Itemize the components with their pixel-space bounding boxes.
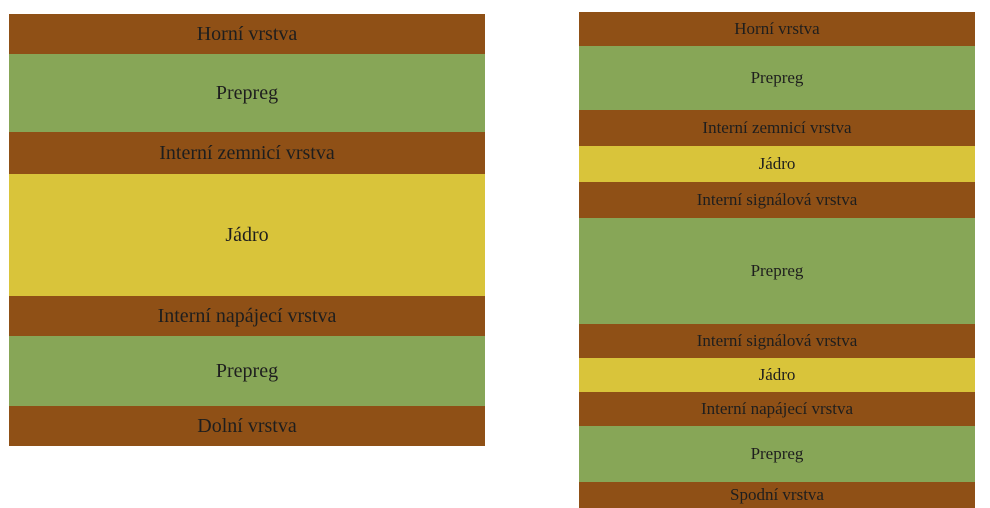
layer-label: Spodní vrstva <box>730 485 824 504</box>
layer-prepreg: Prepreg <box>579 426 975 482</box>
layer-label: Prepreg <box>750 444 804 463</box>
layer-label: Interní zemnicí vrstva <box>702 118 852 137</box>
layer-label: Interní signálová vrstva <box>696 331 858 350</box>
layer-label: Interní napájecí vrstva <box>157 304 337 327</box>
layer-internal-ground: Interní zemnicí vrstva <box>9 132 485 174</box>
layer-internal-power: Interní napájecí vrstva <box>579 392 975 426</box>
layer-prepreg: Prepreg <box>9 54 485 132</box>
layer-label: Dolní vrstva <box>197 414 297 437</box>
layer-label: Prepreg <box>215 81 279 104</box>
layer-label: Horní vrstva <box>734 19 820 38</box>
layer-label: Jádro <box>225 223 269 246</box>
layer-label: Prepreg <box>750 68 804 87</box>
layer-label: Horní vrstva <box>196 22 298 45</box>
layer-label: Prepreg <box>215 359 279 382</box>
layer-core: Jádro <box>579 146 975 182</box>
layer-internal-ground: Interní zemnicí vrstva <box>579 110 975 146</box>
left-layer-stack: Horní vrstva Prepreg Interní zemnicí vrs… <box>9 14 497 446</box>
layer-top: Horní vrstva <box>579 12 975 46</box>
layer-internal-power: Interní napájecí vrstva <box>9 296 485 336</box>
layer-bottom: Dolní vrstva <box>9 406 485 446</box>
layer-core: Jádro <box>9 174 485 296</box>
layer-label: Prepreg <box>750 261 804 280</box>
layer-prepreg: Prepreg <box>9 336 485 406</box>
layer-label: Interní zemnicí vrstva <box>159 141 335 164</box>
layer-prepreg: Prepreg <box>579 46 975 110</box>
layer-label: Jádro <box>758 365 796 384</box>
layer-internal-signal: Interní signálová vrstva <box>579 324 975 358</box>
layer-label: Jádro <box>758 154 796 173</box>
layer-bottom: Spodní vrstva <box>579 482 975 508</box>
layer-internal-signal: Interní signálová vrstva <box>579 182 975 218</box>
layer-core: Jádro <box>579 358 975 392</box>
layer-top: Horní vrstva <box>9 14 485 54</box>
layer-label: Interní signálová vrstva <box>696 190 858 209</box>
layer-label: Interní napájecí vrstva <box>701 399 853 418</box>
layer-prepreg: Prepreg <box>579 218 975 324</box>
right-layer-stack: Horní vrstva Prepreg Interní zemnicí vrs… <box>579 12 975 508</box>
